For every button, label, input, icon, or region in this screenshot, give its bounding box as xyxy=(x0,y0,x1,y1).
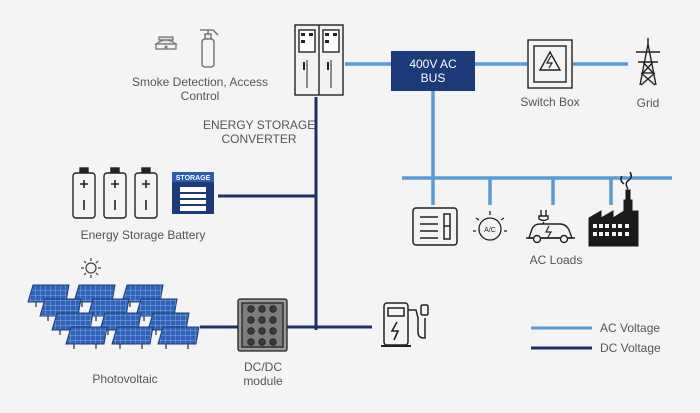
meter-icon xyxy=(412,207,458,246)
grid-label: Grid xyxy=(636,96,660,110)
dcdc-label-line-2: module xyxy=(243,374,283,388)
dc-lines xyxy=(200,97,372,330)
smoke-detection-label-line-2: Control xyxy=(180,89,220,103)
factory-icon xyxy=(588,171,639,247)
fire-extinguisher-icon xyxy=(200,29,219,68)
ev-charger-icon xyxy=(381,302,429,347)
sun-icon xyxy=(81,258,101,278)
dcdc-label-line-1: DC/DC xyxy=(244,360,282,374)
smoke-detection-label: Smoke Detection, Access Control xyxy=(126,75,274,103)
photovoltaic-label: Photovoltaic xyxy=(92,372,158,386)
bus-label-line-2: BUS xyxy=(420,71,446,85)
solar-panel-array-icon xyxy=(27,284,200,349)
ac-bus-box: 400V AC BUS xyxy=(391,51,475,91)
ac-loads-label: AC Loads xyxy=(529,253,583,267)
battery-icon xyxy=(72,167,158,219)
legend-dc-label: DC Voltage xyxy=(600,341,661,355)
solar-panel xyxy=(157,326,200,349)
dcdc-label: DC/DC module xyxy=(233,360,293,388)
legend-ac-label: AC Voltage xyxy=(600,321,661,335)
ac-badge-label: A/C xyxy=(484,227,496,234)
battery-label: Energy Storage Battery xyxy=(80,228,206,242)
ac-lines xyxy=(345,62,672,205)
smoke-detector-icon xyxy=(154,36,178,50)
solar-panel xyxy=(111,326,154,349)
grid-tower-icon xyxy=(636,38,660,86)
switch-box-label: Switch Box xyxy=(520,95,580,109)
storage-sign-label: STORAGE xyxy=(176,175,211,182)
converter-label-line-2: CONVERTER xyxy=(221,132,297,146)
storage-unit-icon: STORAGE xyxy=(172,172,214,214)
ac-unit-icon: A/C xyxy=(473,211,507,241)
converter-label: ENERGY STORAGE CONVERTER xyxy=(203,118,315,146)
electric-car-icon xyxy=(526,210,575,244)
switch-box-icon xyxy=(527,39,573,89)
dcdc-module-icon xyxy=(237,298,288,352)
bus-label-line-1: 400V AC xyxy=(409,57,457,71)
converter-cabinet-icon xyxy=(294,24,344,96)
solar-panel xyxy=(65,326,108,349)
converter-label-line-1: ENERGY STORAGE xyxy=(203,118,316,132)
smoke-detection-label-line-1: Smoke Detection, Access xyxy=(131,75,269,89)
